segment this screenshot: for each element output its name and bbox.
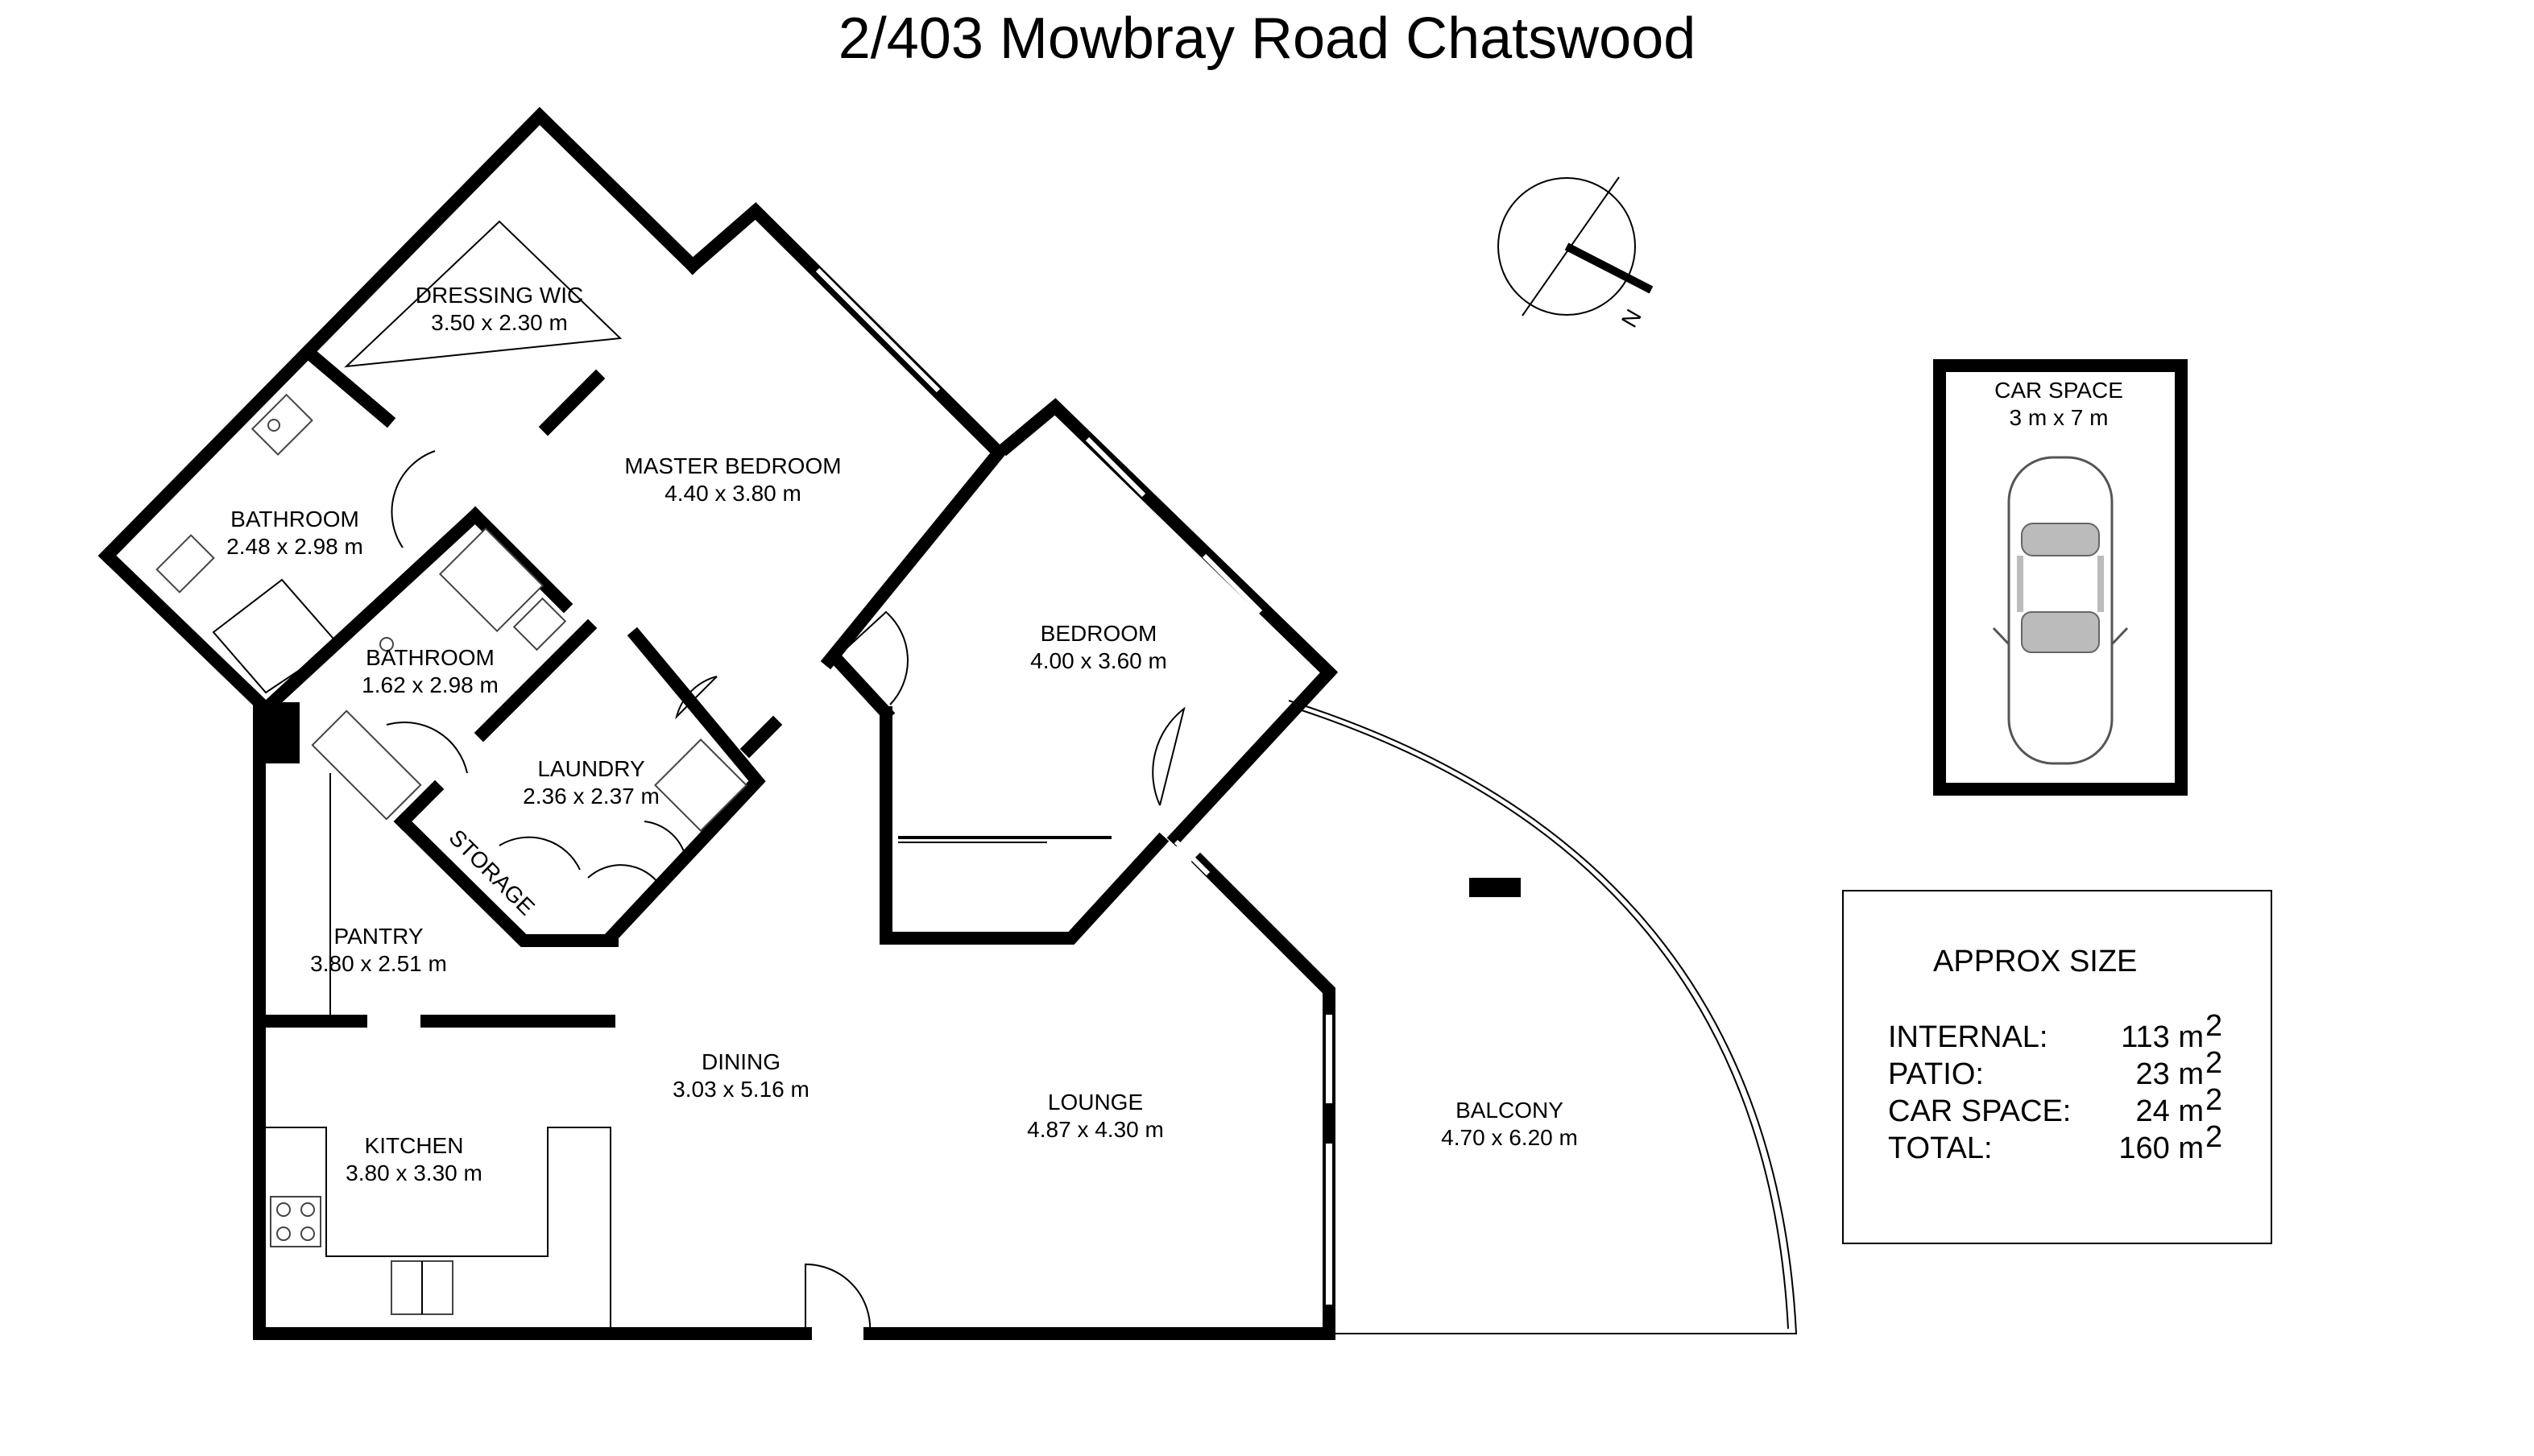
wall-lounge-right [1190,852,1335,1340]
bath1-basin-icon [267,419,280,432]
room-size-dressing-wic: 3.50 x 2.30 m [431,310,568,335]
compass: N [1497,176,1654,332]
wall-bath2-laundry [474,618,598,742]
door-laundry [499,836,581,871]
bath2-toilet-icon [512,597,567,651]
legend-heading: APPROX SIZE [1933,945,2137,978]
page-title: 2/403 Mowbray Road Chatswood [838,6,1696,71]
legend-label-total: TOTAL: [1888,1131,1993,1165]
room-name-dining: DINING [702,1049,780,1074]
room-name-bathroom-2: BATHROOM [366,645,495,670]
wall-bedroom-entry [828,651,896,722]
room-name-balcony: BALCONY [1455,1098,1563,1123]
legend-value-car-space: 24 m [2136,1094,2204,1128]
legend-label-car-space: CAR SPACE: [1888,1094,2071,1128]
balcony-feature [1469,878,1521,897]
room-size-lounge: 4.87 x 4.30 m [1027,1117,1164,1142]
legend-sup-internal: 2 [2205,1009,2222,1043]
cooktop-burner [276,1226,291,1241]
room-size-bathroom-2: 1.62 x 2.98 m [362,672,499,697]
room-name-lounge: LOUNGE [1048,1090,1143,1115]
bath2-bathtub-icon [311,709,422,821]
cooktop-burner [276,1202,291,1217]
cooktop-icon [270,1196,321,1247]
room-size-dining: 3.03 x 5.16 m [673,1077,809,1102]
room-name-kitchen: KITCHEN [365,1133,464,1158]
wall-dressing-master [538,369,606,436]
bath2-shower [438,527,544,633]
legend-sup-total: 2 [2205,1120,2222,1154]
doors [386,450,1186,1334]
area-legend: APPROX SIZE INTERNAL: 113 m 2 PATIO: 23 … [1842,890,2272,1244]
room-size-master-bedroom: 4.40 x 3.80 m [665,481,801,506]
legend-label-patio: PATIO: [1888,1057,1984,1091]
door-bedroom [837,610,909,705]
room-size-bedroom: 4.00 x 3.60 m [1030,648,1167,673]
wall-living-left [253,702,812,1340]
fixtures [155,220,1521,1329]
laundry-machine-icon [654,738,747,832]
legend-label-internal: INTERNAL: [1888,1020,2047,1054]
wall-bedroom-closet [880,706,1170,945]
room-name-master-bedroom: MASTER BEDROOM [624,453,841,478]
bath1-vanity [251,393,313,456]
balcony-outline [1288,700,1798,1334]
door-laundry-2 [587,864,661,887]
wall-dressing-bathroom [303,346,396,428]
wall-laundry-outer [602,627,766,945]
legend-value-internal: 113 m [2121,1020,2204,1054]
door-bath1 [391,450,436,548]
wall-storage [393,812,619,947]
windows [815,267,1332,1305]
door-entry [805,1263,872,1334]
bath1-shower [212,578,340,694]
room-size-pantry: 3.80 x 2.51 m [310,951,447,976]
room-size-car-space: 3 m x 7 m [2010,405,2109,430]
room-size-balcony: 4.70 x 6.20 m [1441,1125,1578,1150]
legend-value-total: 160 m [2118,1131,2204,1165]
balcony-outline-inner [1296,708,1789,1330]
wic-shelf [344,220,623,368]
room-name-bedroom: BEDROOM [1041,621,1157,646]
wall-master-outer [683,202,1008,670]
cooktop-burner [300,1202,315,1217]
legend-box [1842,890,2272,1244]
bath1-toilet-icon [155,534,215,594]
room-name-laundry: LAUNDRY [537,756,645,781]
wall-bedroom-outer [997,398,1339,847]
wall-bath1-outer [97,546,275,718]
walls [97,106,2188,1340]
wall-dressing-outer [97,106,702,565]
room-name-car-space: CAR SPACE [1994,378,2123,403]
wall-bath1-bath2 [256,506,485,718]
wall-corner-fill [255,702,300,763]
room-name-pantry: PANTRY [334,924,424,949]
wall-bath2 [466,506,573,614]
wall-laundry-storage [393,780,445,831]
room-size-bathroom-1: 2.48 x 2.98 m [226,534,363,559]
bath2-basin-icon [379,637,394,651]
wall-master-lower [739,715,783,759]
compass-north-label: N [1617,305,1646,332]
legend-sup-car-space: 2 [2205,1083,2222,1117]
door-bath2 [386,721,468,774]
car-icon [1957,456,2167,792]
door-master [675,676,718,720]
door-bedroom-closet [1152,706,1186,806]
legend-value-patio: 23 m [2136,1057,2204,1091]
cooktop-burner [300,1226,315,1241]
room-name-dressing-wic: DRESSING WIC [416,283,583,308]
room-size-laundry: 2.36 x 2.37 m [523,784,660,809]
door-laundry-3 [644,821,685,854]
room-name-bathroom-1: BATHROOM [230,507,359,532]
room-size-kitchen: 3.80 x 3.30 m [346,1160,482,1185]
room-labels: DRESSING WIC 3.50 x 2.30 m MASTER BEDROO… [226,283,2123,1185]
legend-sup-patio: 2 [2205,1046,2222,1080]
